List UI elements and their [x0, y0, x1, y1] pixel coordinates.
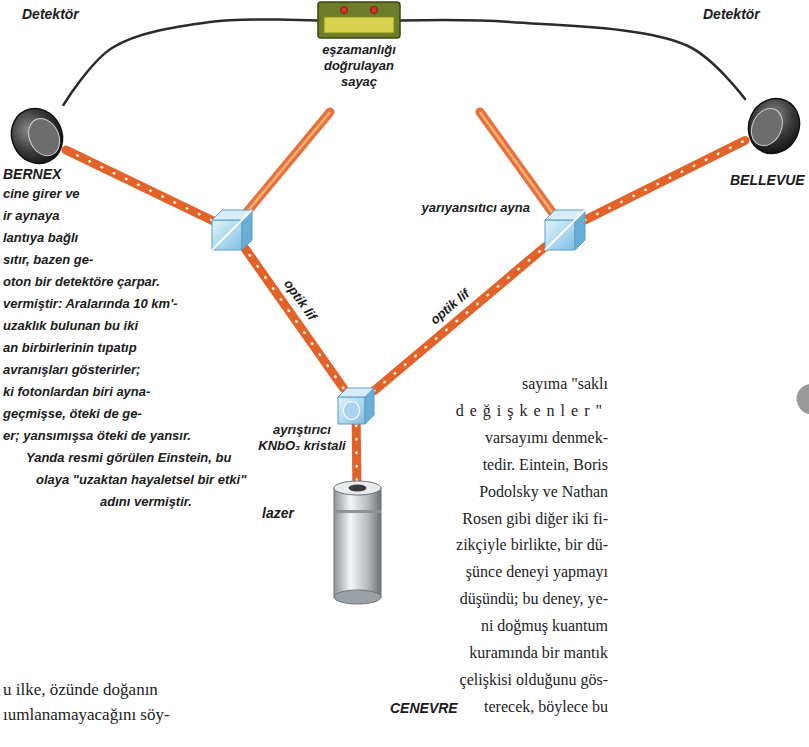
caption-line: vermiştir: Aralarında 10 km'- [3, 296, 178, 312]
light-beam-group [374, 247, 545, 391]
splitter-crystal: ayrıştırıcı KNbO₃ kristali [338, 388, 374, 424]
half-mirror-cube [212, 210, 252, 250]
node-label: ayrıştırıcı KNbO₃ kristali [256, 422, 348, 454]
body-text-line: ni doğmuş kuantum [481, 616, 608, 636]
caption-line: oton bir detektöre çarpar. [3, 274, 160, 290]
counter-panel [324, 17, 394, 33]
caption-line: er; yansımışsa öteki de yansır. [3, 428, 191, 444]
body-text-line: tedir. Eintein, Boris [483, 455, 608, 475]
half-mirror-cube: yarıyansıtıcı ayna [545, 210, 585, 250]
detector-dish [740, 90, 809, 162]
beam-sparkle [355, 424, 358, 480]
body-text-line: kuramında bir mantık [469, 643, 608, 663]
laser-aperture [349, 485, 367, 492]
light-beam-group [585, 140, 745, 220]
body-text-line: çelişkisi olduğunu gös- [460, 670, 608, 690]
coincidence-counter: eşzamanlığı doğrulayan sayaç [318, 2, 400, 38]
node-label: eşzamanlığı doğrulayan sayaç [306, 42, 412, 90]
body-text-line: değişkenler" [456, 401, 608, 421]
signal-wire-group [400, 20, 745, 99]
body-text-line: Podolsky ve Nathan [479, 482, 608, 502]
place-name: BERNEX [3, 166, 61, 182]
beam-sparkle [374, 247, 545, 391]
cube-front [338, 397, 365, 424]
cube-side [365, 388, 374, 424]
body-text-line: varsayımı denmek- [485, 428, 608, 448]
signal-wire [400, 20, 745, 99]
photo-edge [797, 384, 809, 414]
node-label: lazer [262, 505, 294, 521]
counter-lamp [341, 7, 348, 14]
body-text-line: şünce deneyi yapmayı [466, 562, 608, 582]
laser-base [334, 590, 381, 604]
caption-line: avranışları gösterirler; [3, 362, 140, 378]
laser-band [334, 510, 381, 513]
detector-shape [8, 105, 66, 167]
caption-line: an birbirlerinin tıpatıp [3, 340, 137, 356]
splitter-crystal-shape [338, 388, 374, 424]
coincidence-counter-shape [318, 2, 400, 38]
laser: lazer [330, 480, 385, 605]
detector-dish [3, 100, 72, 172]
caption-line: ir aynaya [3, 208, 59, 224]
dish-opening [23, 113, 66, 160]
signal-wire [63, 19, 318, 105]
detector-shape [745, 95, 803, 157]
beam-sparkle [585, 140, 745, 220]
half-mirror-cube-shape [545, 210, 585, 250]
body-text-line: u ilke, özünde doğanın [3, 680, 158, 700]
counter-case [318, 2, 400, 38]
optical-fiber-beam [585, 140, 745, 220]
optical-fiber-beam [352, 424, 362, 480]
counter-lamp [371, 7, 378, 14]
caption-line: lantıya bağlı [3, 230, 78, 246]
laser-body [334, 488, 381, 597]
node-label: Detektör [22, 6, 79, 22]
caption-line: ki fotonlardan biri ayna- [3, 384, 150, 400]
caption-line: sıtır, bazen ge- [3, 252, 93, 268]
signal-wire-group [63, 19, 318, 105]
laser-shape [330, 480, 385, 605]
body-text-line: sayıma "saklı [522, 374, 608, 394]
place-name: CENEVRE [390, 700, 458, 716]
mirror-plane [212, 210, 252, 250]
dish-body [740, 90, 809, 162]
crystal-core [343, 402, 359, 420]
dish-body [3, 100, 72, 172]
caption-line: uzaklık bulunan bu iki [3, 318, 138, 334]
caption-line: Yanda resmi görülen Einstein, bu [26, 450, 231, 466]
caption-line: cine girer ve [3, 186, 80, 202]
body-text-line: zikçiyle birlikte, bir dü- [456, 535, 608, 555]
place-name: BELLEVUE [730, 172, 805, 188]
caption-line: geçmişse, öteki de ge- [3, 406, 142, 422]
laser-top [334, 481, 381, 495]
mirror-plane [545, 210, 585, 250]
detector: Detektör [745, 95, 803, 157]
body-text-line: terecek, böylece bu [484, 697, 608, 717]
body-text-line: Rosen gibi diğer iki fi- [462, 509, 608, 529]
caption-line: olaya "uzaktan hayaletsel bir etki" [36, 472, 246, 488]
caption-line: adını vermiştir. [100, 494, 192, 510]
body-text-line: ıumlanamayacağını söy- [3, 705, 170, 725]
node-label: Detektör [703, 6, 760, 22]
optical-fiber-beam [374, 247, 545, 391]
body-text-line: düşündü; bu deney, ye- [460, 589, 608, 609]
dish-opening [746, 103, 789, 150]
light-beam-group [356, 424, 358, 480]
node-label: yarıyansıtıcı ayna [420, 200, 530, 216]
detector: Detektör [8, 105, 66, 167]
